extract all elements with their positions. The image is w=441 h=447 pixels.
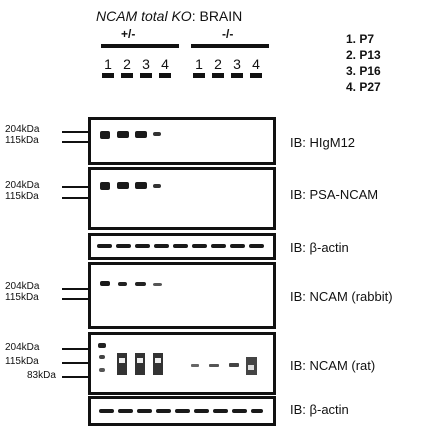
mw-line — [62, 288, 90, 290]
blot-panel-beta-actin-2 — [88, 396, 276, 426]
ib-label-ncam-rabbit: IB: NCAM (rabbit) — [290, 289, 393, 304]
mw-marker-115: 115kDa — [5, 135, 39, 146]
blot-bands — [99, 409, 263, 413]
lane-tick — [193, 73, 205, 78]
lane-tick — [159, 73, 171, 78]
lane-tick — [212, 73, 224, 78]
blot-panel-psa-ncam — [88, 167, 276, 230]
blot-bands — [97, 244, 264, 248]
lane-number: 3 — [233, 56, 241, 72]
genotype-het-bar — [101, 44, 179, 48]
legend-item: 1. P7 — [346, 32, 375, 46]
figure-title: NCAM total KO: BRAIN — [96, 8, 242, 24]
ib-label-beta-actin: IB: β-actin — [290, 240, 349, 255]
blot-panel-higm12 — [88, 117, 276, 165]
mw-marker-204: 204kDa — [5, 342, 40, 353]
lane-number: 2 — [123, 56, 131, 72]
genotype-ko-label: -/- — [222, 27, 234, 41]
ib-label-higm12: IB: HIgM12 — [290, 135, 356, 150]
lane-tick — [140, 73, 152, 78]
genotype-het-label: +/- — [121, 27, 136, 41]
legend-item: 4. P27 — [346, 80, 381, 94]
mw-marker-204: 204kDa — [5, 281, 40, 292]
blot-bands — [100, 131, 161, 139]
mw-line — [62, 141, 90, 143]
title-italic: NCAM total KO — [96, 8, 192, 24]
legend-item: 2. P13 — [346, 48, 381, 62]
mw-marker-83: 83kDa — [27, 370, 56, 381]
mw-line — [62, 186, 90, 188]
lane-number: 2 — [214, 56, 222, 72]
mw-line — [62, 348, 90, 350]
ib-label-psa-ncam: IB: PSA-NCAM — [290, 187, 379, 202]
lane-tick — [121, 73, 133, 78]
title-rest: : BRAIN — [191, 8, 243, 24]
mw-line — [62, 197, 90, 199]
mw-line — [62, 362, 90, 364]
lane-number: 4 — [161, 56, 169, 72]
mw-marker-204: 204kDa — [5, 124, 40, 135]
lane-number: 4 — [252, 56, 260, 72]
legend-item: 3. P16 — [346, 64, 381, 78]
lane-tick — [102, 73, 114, 78]
mw-line — [62, 298, 90, 300]
blot-panel-ncam-rat — [88, 332, 276, 395]
blot-bands — [98, 343, 257, 375]
blot-bands — [100, 281, 162, 286]
mw-marker-115: 115kDa — [5, 356, 39, 367]
blot-bands — [100, 182, 161, 190]
mw-line — [62, 131, 90, 133]
mw-marker-115: 115kDa — [5, 292, 39, 303]
lane-number: 3 — [142, 56, 150, 72]
blot-panel-ncam-rabbit — [88, 262, 276, 329]
lane-number: 1 — [195, 56, 203, 72]
lane-tick — [250, 73, 262, 78]
mw-line — [62, 376, 90, 378]
mw-marker-204: 204kDa — [5, 180, 40, 191]
genotype-ko-bar — [191, 44, 269, 48]
mw-marker-115: 115kDa — [5, 191, 39, 202]
lane-number: 1 — [104, 56, 112, 72]
ib-label-ncam-rat: IB: NCAM (rat) — [290, 358, 376, 373]
blot-panel-beta-actin-1 — [88, 233, 276, 260]
ib-label-beta-actin: IB: β-actin — [290, 402, 349, 417]
lane-tick — [231, 73, 243, 78]
